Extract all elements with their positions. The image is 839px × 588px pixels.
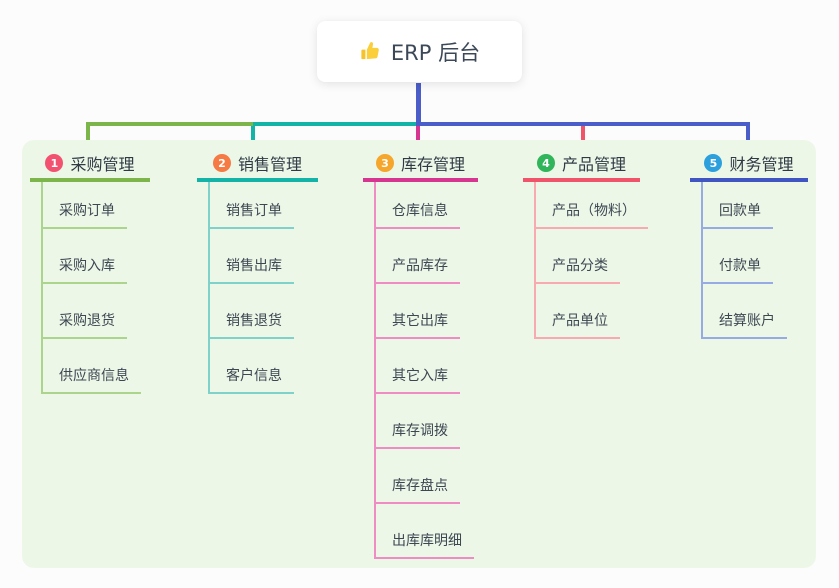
branch-product: 4 产品管理 产品（物料） 产品分类 产品单位 bbox=[523, 148, 648, 339]
tree-node-label: 采购退货 bbox=[43, 310, 127, 339]
tree-node[interactable]: 供应商信息 bbox=[43, 339, 150, 394]
branch-header-purchase[interactable]: 1 采购管理 bbox=[30, 148, 150, 178]
connector-drop-branch-2 bbox=[251, 126, 255, 148]
tree-node-label: 销售订单 bbox=[210, 200, 294, 229]
branch-finance: 5 财务管理 回款单 付款单 结算账户 bbox=[690, 148, 808, 339]
tree-node[interactable]: 产品（物料） bbox=[536, 182, 648, 229]
tree-node-label: 库存调拨 bbox=[376, 420, 460, 449]
branch-header-inventory[interactable]: 3 库存管理 bbox=[363, 148, 478, 178]
tree-node-label: 供应商信息 bbox=[43, 365, 141, 394]
tree-node[interactable]: 付款单 bbox=[703, 229, 808, 284]
tree-node[interactable]: 销售订单 bbox=[210, 182, 318, 229]
tree-node-label: 产品分类 bbox=[536, 255, 620, 284]
tree-node[interactable]: 结算账户 bbox=[703, 284, 808, 339]
branch-underline bbox=[690, 178, 808, 182]
tree-node[interactable]: 出库库明细 bbox=[376, 504, 478, 559]
branch-label: 销售管理 bbox=[237, 155, 302, 174]
connector-drop-branch-3 bbox=[416, 126, 420, 148]
root-node[interactable]: ERP 后台 bbox=[317, 21, 522, 82]
branch-underline bbox=[363, 178, 478, 182]
branch-sales: 2 销售管理 销售订单 销售出库 销售退货 客户信息 bbox=[197, 148, 318, 394]
branch-children: 销售订单 销售出库 销售退货 客户信息 bbox=[208, 182, 318, 394]
tree-node-label: 库存盘点 bbox=[376, 475, 460, 504]
tree-node-label: 出库库明细 bbox=[376, 530, 474, 559]
tree-node[interactable]: 仓库信息 bbox=[376, 182, 478, 229]
connector-horizontal-teal bbox=[253, 122, 416, 126]
connector-drop-branch-5 bbox=[746, 122, 750, 148]
tree-node-label: 采购订单 bbox=[43, 200, 127, 229]
tree-node-label: 其它出库 bbox=[376, 310, 460, 339]
branch-children: 采购订单 采购入库 采购退货 供应商信息 bbox=[41, 182, 150, 394]
branch-number-badge: 5 bbox=[704, 154, 723, 172]
tree-node-label: 产品（物料） bbox=[536, 200, 648, 229]
branch-children: 仓库信息 产品库存 其它出库 其它入库 库存调拨 库存盘点 出库库明细 bbox=[374, 182, 478, 559]
connector-drop-branch-4 bbox=[581, 126, 585, 148]
tree-node[interactable]: 回款单 bbox=[703, 182, 808, 229]
branch-children: 产品（物料） 产品分类 产品单位 bbox=[534, 182, 648, 339]
tree-node-label: 结算账户 bbox=[703, 310, 787, 339]
connector-drop-branch-1 bbox=[86, 122, 90, 148]
tree-node-label: 仓库信息 bbox=[376, 200, 460, 229]
tree-node[interactable]: 库存盘点 bbox=[376, 449, 478, 504]
branch-underline bbox=[523, 178, 640, 182]
branch-number-badge: 3 bbox=[375, 154, 394, 172]
branch-number-badge: 1 bbox=[45, 154, 64, 172]
tree-node-label: 产品库存 bbox=[376, 255, 460, 284]
tree-node[interactable]: 库存调拨 bbox=[376, 394, 478, 449]
tree-node[interactable]: 客户信息 bbox=[210, 339, 318, 394]
connector-root-vertical bbox=[416, 83, 421, 126]
branch-number-badge: 4 bbox=[536, 154, 555, 172]
root-title: ERP 后台 bbox=[390, 40, 481, 65]
tree-node-label: 回款单 bbox=[703, 200, 773, 229]
branch-number-badge: 2 bbox=[212, 154, 231, 172]
branch-children: 回款单 付款单 结算账户 bbox=[701, 182, 808, 339]
tree-node[interactable]: 产品库存 bbox=[376, 229, 478, 284]
branch-label: 产品管理 bbox=[561, 155, 626, 174]
tree-node-label: 采购入库 bbox=[43, 255, 127, 284]
tree-node[interactable]: 销售退货 bbox=[210, 284, 318, 339]
branch-underline bbox=[197, 178, 318, 182]
tree-node[interactable]: 采购退货 bbox=[43, 284, 150, 339]
tree-node[interactable]: 销售出库 bbox=[210, 229, 318, 284]
branch-label: 库存管理 bbox=[400, 155, 465, 174]
branches-panel bbox=[22, 140, 816, 568]
tree-node-label: 其它入库 bbox=[376, 365, 460, 394]
tree-node[interactable]: 采购订单 bbox=[43, 182, 150, 229]
tree-node[interactable]: 其它出库 bbox=[376, 284, 478, 339]
tree-node[interactable]: 采购入库 bbox=[43, 229, 150, 284]
connector-horizontal-green bbox=[86, 122, 253, 126]
tree-node-label: 销售出库 bbox=[210, 255, 294, 284]
branch-header-sales[interactable]: 2 销售管理 bbox=[197, 148, 318, 178]
tree-node[interactable]: 其它入库 bbox=[376, 339, 478, 394]
branch-label: 采购管理 bbox=[70, 155, 135, 174]
tree-node[interactable]: 产品单位 bbox=[536, 284, 640, 339]
tree-node-label: 付款单 bbox=[703, 255, 773, 284]
branch-label: 财务管理 bbox=[729, 155, 794, 174]
branch-underline bbox=[30, 178, 150, 182]
tree-node[interactable]: 产品分类 bbox=[536, 229, 640, 284]
branch-header-product[interactable]: 4 产品管理 bbox=[523, 148, 640, 178]
tree-node-label: 产品单位 bbox=[536, 310, 620, 339]
thumbs-up-icon bbox=[359, 40, 382, 63]
tree-node-label: 客户信息 bbox=[210, 365, 294, 394]
connector-horizontal-blue bbox=[416, 122, 750, 126]
branch-header-finance[interactable]: 5 财务管理 bbox=[690, 148, 808, 178]
branch-purchase: 1 采购管理 采购订单 采购入库 采购退货 供应商信息 bbox=[30, 148, 150, 394]
tree-node-label: 销售退货 bbox=[210, 310, 294, 339]
branch-inventory: 3 库存管理 仓库信息 产品库存 其它出库 其它入库 库存调拨 库存盘点 出库库… bbox=[363, 148, 478, 559]
